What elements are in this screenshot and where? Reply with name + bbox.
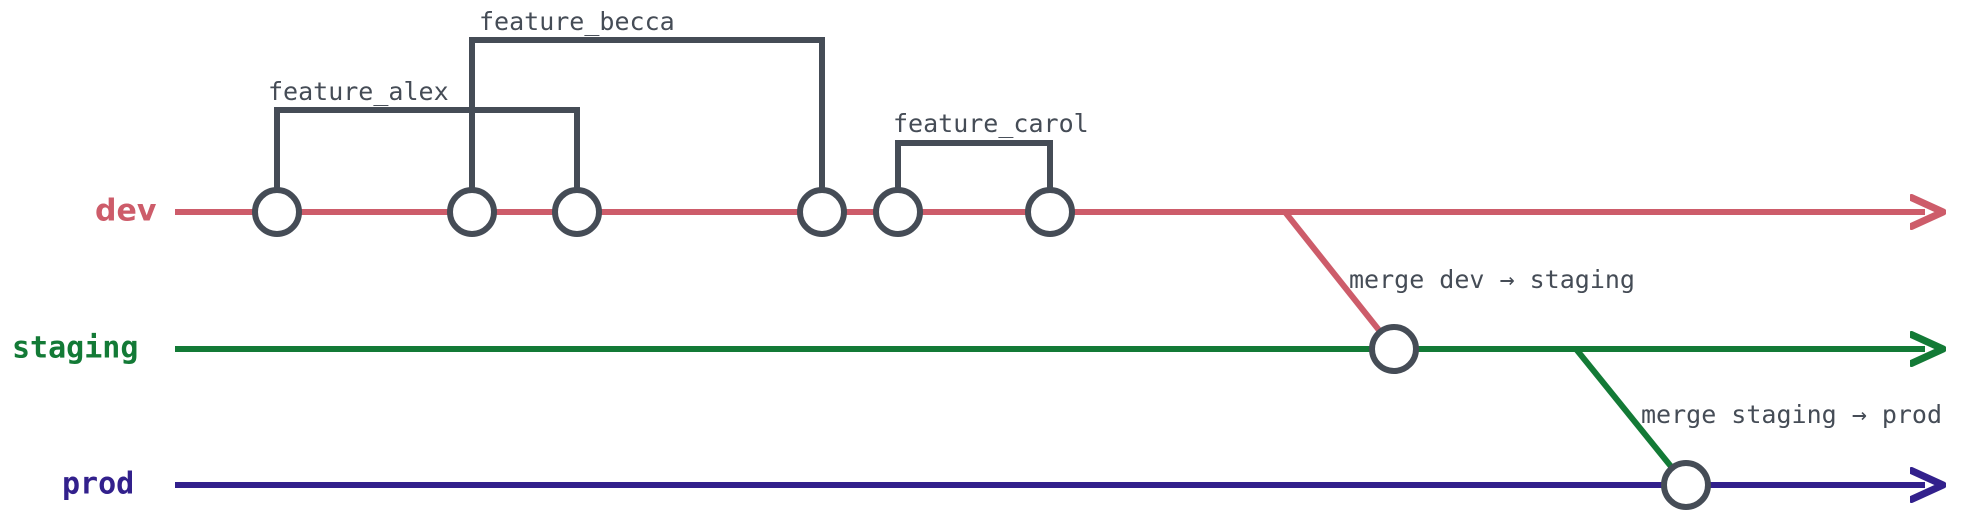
branch-bracket-feature_carol <box>895 140 1053 198</box>
branch-bracket-feature_alex <box>274 107 580 198</box>
feature-branch-brackets <box>274 37 1053 198</box>
lane-lines <box>175 212 1925 485</box>
merge-labels: merge dev → staging merge staging → prod <box>1349 265 1942 429</box>
commit-node-c6[interactable] <box>1025 187 1075 237</box>
commit-node-m1[interactable] <box>1369 324 1419 374</box>
branch-label-feature_carol: feature_carol <box>893 109 1089 138</box>
lane-label-staging: staging <box>12 331 138 366</box>
lane-labels: dev staging prod <box>12 194 157 502</box>
commit-nodes <box>252 187 1711 510</box>
commit-node-c3[interactable] <box>552 187 602 237</box>
branch-label-feature_alex: feature_alex <box>268 77 449 106</box>
merge-label-merge-dev-staging: merge dev → staging <box>1349 265 1635 294</box>
lane-label-prod: prod <box>62 467 134 502</box>
commit-node-c2[interactable] <box>447 187 497 237</box>
feature-branch-labels: feature_alex feature_becca feature_carol <box>268 7 1089 138</box>
branch-bracket-feature_becca <box>469 37 825 198</box>
branch-label-feature_becca: feature_becca <box>479 7 675 36</box>
merge-line-merge-dev-staging <box>1282 210 1397 351</box>
lane-label-dev: dev <box>95 194 157 229</box>
commit-node-m2[interactable] <box>1661 460 1711 510</box>
merge-label-merge-staging-prod: merge staging → prod <box>1641 400 1942 429</box>
merge-line-merge-staging-prod <box>1573 347 1689 487</box>
commit-node-c1[interactable] <box>252 187 302 237</box>
commit-node-c4[interactable] <box>797 187 847 237</box>
merge-lines <box>1282 210 1689 487</box>
commit-node-c5[interactable] <box>873 187 923 237</box>
